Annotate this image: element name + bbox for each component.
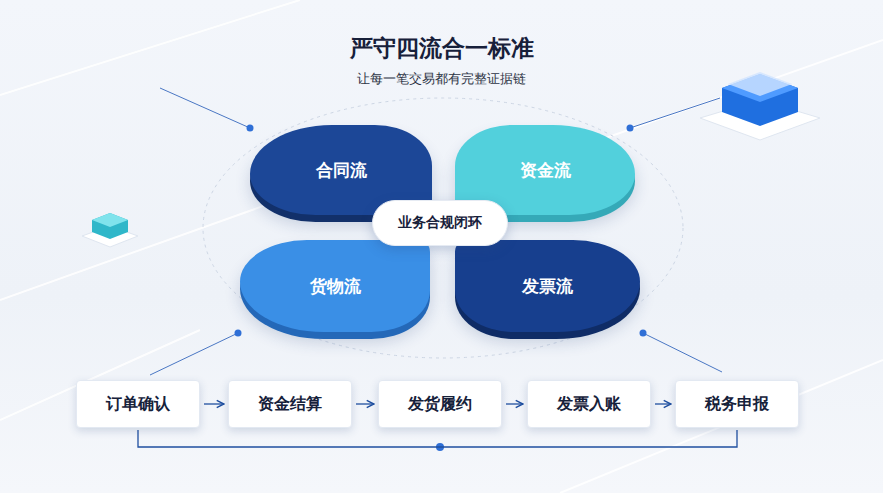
leader-lines bbox=[150, 88, 722, 375]
server-icon bbox=[700, 72, 820, 140]
connector bbox=[356, 403, 374, 404]
leader-dots bbox=[235, 125, 647, 452]
connector bbox=[138, 430, 737, 447]
node-label: 税务申报 bbox=[705, 394, 769, 415]
node-label: 资金流 bbox=[520, 159, 571, 182]
cube-top bbox=[92, 213, 128, 227]
dot bbox=[235, 330, 242, 337]
leader-line bbox=[150, 333, 238, 375]
bg-line bbox=[0, 0, 300, 95]
process-box: 发票入账 bbox=[527, 380, 651, 428]
dot bbox=[627, 125, 634, 132]
leader-line bbox=[643, 333, 722, 372]
process-box: 税务申报 bbox=[675, 380, 799, 428]
node-label: 发票入账 bbox=[557, 394, 621, 415]
node-label: 货物流 bbox=[310, 275, 361, 298]
icon-glass bbox=[728, 72, 792, 96]
process-box: 资金结算 bbox=[228, 380, 352, 428]
process-box: 发货履约 bbox=[378, 380, 502, 428]
process-box: 订单确认 bbox=[76, 380, 200, 428]
bg-line bbox=[600, 40, 883, 140]
node-label: 发货履约 bbox=[408, 394, 472, 415]
cube-body bbox=[92, 213, 128, 239]
connector bbox=[506, 403, 523, 404]
connector bbox=[655, 403, 671, 404]
node-label: 发票流 bbox=[522, 275, 573, 298]
flow-petal: 发票流 bbox=[455, 240, 640, 332]
leader-line bbox=[160, 88, 250, 128]
subtitle: 让每一笔交易都有完整证据链 bbox=[0, 70, 883, 88]
center-pill: 业务合规闭环 bbox=[372, 200, 508, 246]
bg-line bbox=[0, 150, 420, 300]
cube-icon bbox=[82, 213, 138, 247]
flow-petal: 货物流 bbox=[240, 240, 430, 332]
connector bbox=[204, 403, 224, 404]
node-label: 订单确认 bbox=[106, 394, 170, 415]
dot bbox=[640, 330, 647, 337]
node-label: 业务合规闭环 bbox=[398, 214, 482, 232]
leader-line bbox=[630, 98, 720, 128]
node-label: 资金结算 bbox=[258, 394, 322, 415]
node-label: 合同流 bbox=[316, 159, 367, 182]
dot bbox=[247, 125, 254, 132]
dashed-ring bbox=[203, 98, 683, 358]
title: 严守四流合一标准 bbox=[0, 33, 883, 64]
